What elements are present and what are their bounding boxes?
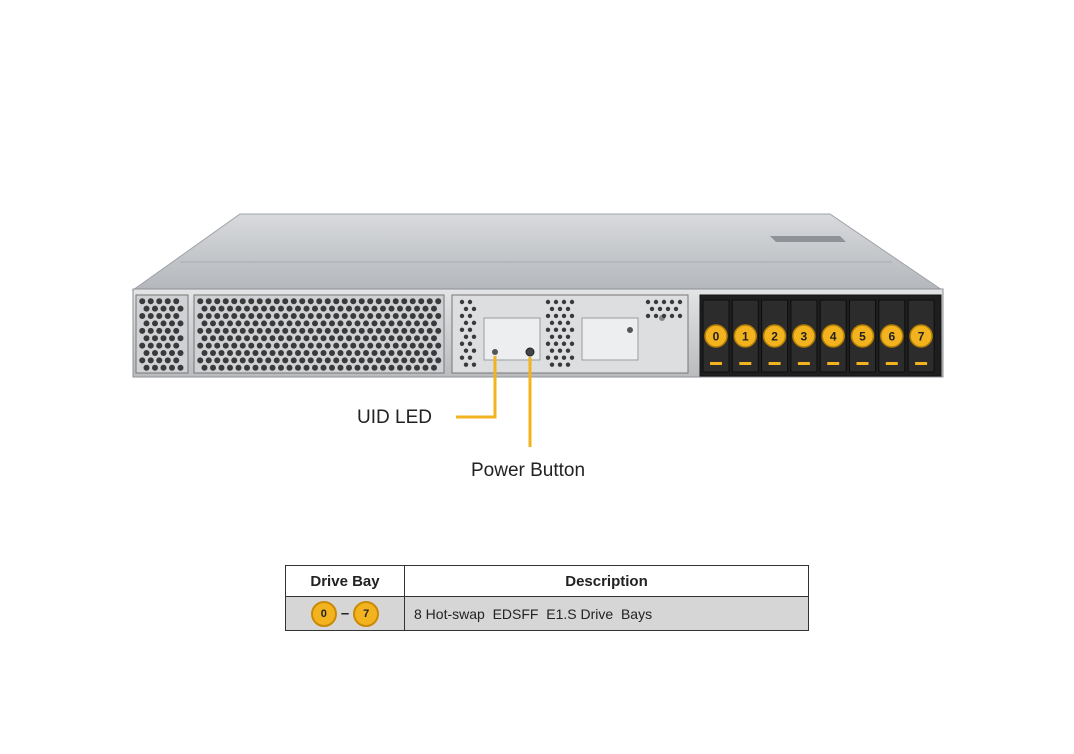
drive-activity-led <box>797 362 810 365</box>
drive-bay-badge <box>762 324 787 348</box>
drive-activity-led <box>768 362 781 365</box>
power-button-label: Power Button <box>471 460 586 481</box>
chassis-top <box>131 213 944 291</box>
drive-bay-number: 5 <box>859 330 866 344</box>
vent-panel-center <box>193 294 445 374</box>
drive-activity-led <box>915 362 928 365</box>
drive-bay-badge <box>909 324 933 348</box>
power-button <box>525 347 535 357</box>
drive-activity-led <box>856 362 869 365</box>
drive-bay-number: 6 <box>888 330 895 344</box>
drive-activity-led <box>710 362 722 365</box>
control-panel <box>451 294 689 374</box>
drive-bay-badge <box>880 324 904 348</box>
drive-bay-badge <box>821 324 845 348</box>
drive-bay-number: 4 <box>830 330 837 344</box>
drive-bay-badge <box>733 324 758 348</box>
drive-activity-led <box>827 362 840 365</box>
bay-range-dash: – <box>340 605 350 622</box>
drive-bay-number: 0 <box>713 330 720 344</box>
drive-activity-led <box>739 362 752 365</box>
bay-badge-start: 0 <box>310 600 337 627</box>
bay-badge-end: 7 <box>353 600 380 627</box>
description-cell: 8 Hot-swap EDSFF E1.S Drive Bays <box>404 596 809 631</box>
header-drive-bay: Drive Bay <box>285 565 405 597</box>
table-row: 0–7 8 Hot-swap EDSFF E1.S Drive Bays <box>285 596 809 631</box>
bay-range-cell: 0–7 <box>285 596 405 631</box>
drive-bay-table: Drive Bay Description 0–7 8 Hot-swap EDS… <box>285 565 809 631</box>
uid-led <box>492 349 498 355</box>
drive-bay-badge <box>850 324 875 348</box>
uid-led-callout-line <box>456 356 497 419</box>
drive-bay-number: 2 <box>771 330 778 344</box>
header-description: Description <box>404 565 809 597</box>
drive-bay-badge <box>704 324 728 348</box>
vent-panel-left <box>135 294 189 374</box>
drive-bay-badge <box>792 324 816 348</box>
drive-bay-number: 7 <box>918 330 925 344</box>
uid-led-label: UID LED <box>357 407 432 428</box>
drive-bay-number: 1 <box>742 330 749 344</box>
table-header-row: Drive Bay Description <box>285 565 809 597</box>
drive-activity-led <box>885 362 898 365</box>
drive-bay-number: 3 <box>801 330 808 344</box>
